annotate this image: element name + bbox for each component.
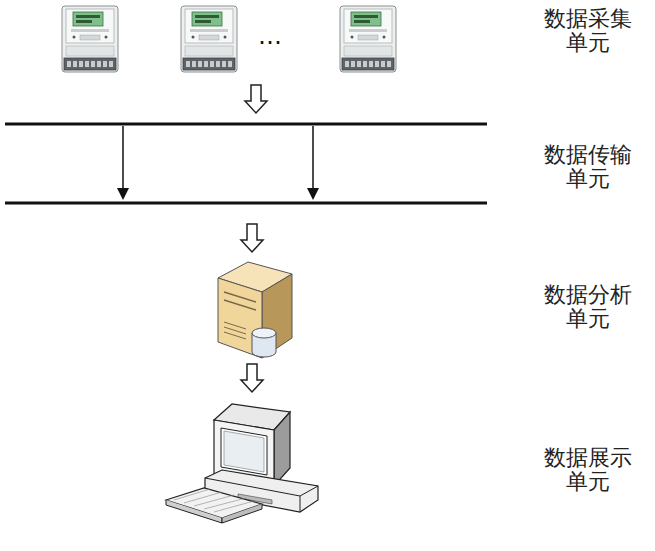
- layer-label: 数据展示 单元: [536, 446, 640, 494]
- layer-label: 数据分析 单元: [536, 283, 640, 331]
- layer-label: 数据采集 单元: [536, 7, 640, 55]
- computer-icon: [166, 404, 318, 523]
- layer-label: 数据传输 单元: [536, 143, 640, 191]
- server-icon: [218, 262, 292, 358]
- ellipsis-mark: …: [258, 24, 282, 48]
